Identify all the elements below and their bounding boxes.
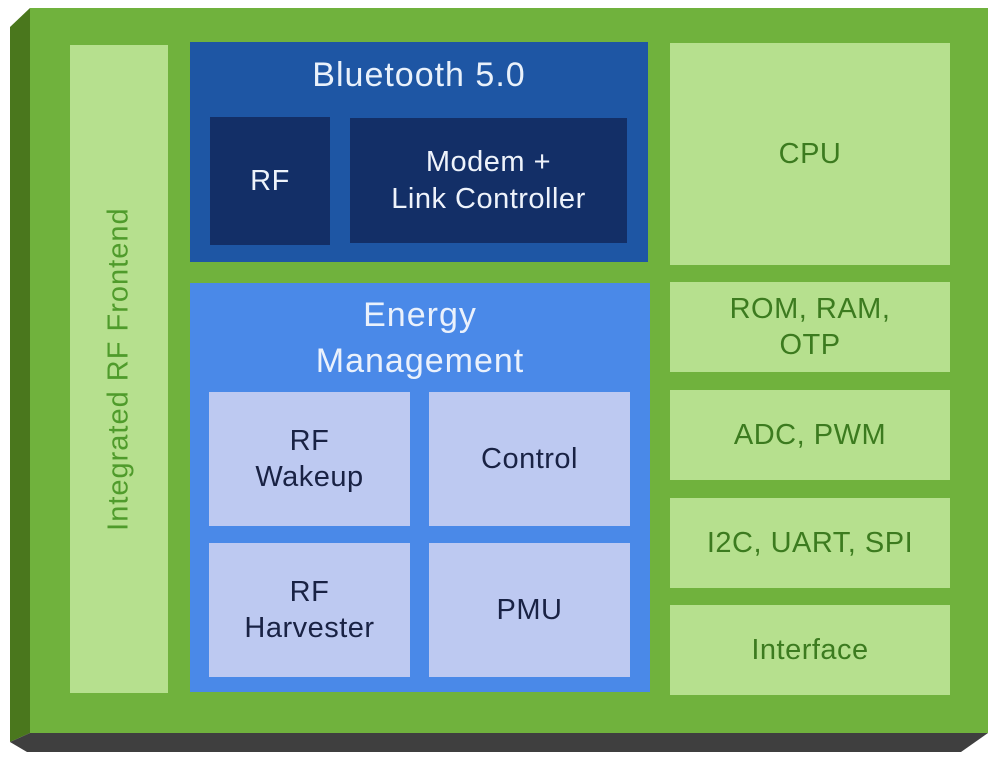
interface-block: Interface (670, 605, 950, 695)
bluetooth-block: Bluetooth 5.0 RF Modem + Link Controller (190, 42, 648, 262)
energy-management-title: Energy Management (315, 296, 525, 380)
rf-block: RF (210, 117, 330, 245)
rom-ram-otp-block: ROM, RAM, OTP (670, 282, 950, 372)
interface-label: Interface (751, 633, 869, 666)
rf-label: RF (250, 164, 290, 197)
control-block: Control (429, 392, 630, 526)
integrated-rf-frontend-label: Integrated RF Frontend (102, 207, 135, 531)
rf-harvester-label: RF Harvester (244, 575, 375, 644)
rf-wakeup-label: RF Wakeup (255, 424, 364, 493)
rom-ram-otp-label: ROM, RAM, OTP (729, 292, 891, 361)
control-label: Control (481, 442, 578, 475)
adc-pwm-block: ADC, PWM (670, 390, 950, 480)
rf-wakeup-block: RF Wakeup (209, 392, 410, 526)
modem-link-controller-block: Modem + Link Controller (350, 118, 627, 243)
rf-harvester-block: RF Harvester (209, 543, 410, 677)
cpu-label: CPU (778, 137, 842, 170)
pmu-label: PMU (496, 593, 563, 626)
energy-management-block: Energy Management RF Wakeup Control RF H… (190, 283, 650, 692)
adc-pwm-label: ADC, PWM (733, 418, 887, 451)
i2c-uart-spi-block: I2C, UART, SPI (670, 498, 950, 588)
i2c-uart-spi-label: I2C, UART, SPI (706, 526, 914, 559)
pmu-block: PMU (429, 543, 630, 677)
cpu-block: CPU (670, 43, 950, 265)
left-bevel-face (10, 8, 30, 742)
bluetooth-title: Bluetooth 5.0 (312, 56, 526, 94)
modem-link-controller-label: Modem + Link Controller (391, 146, 586, 215)
integrated-rf-frontend-block: Integrated RF Frontend (70, 45, 168, 693)
bottom-shadow-face (10, 733, 988, 752)
